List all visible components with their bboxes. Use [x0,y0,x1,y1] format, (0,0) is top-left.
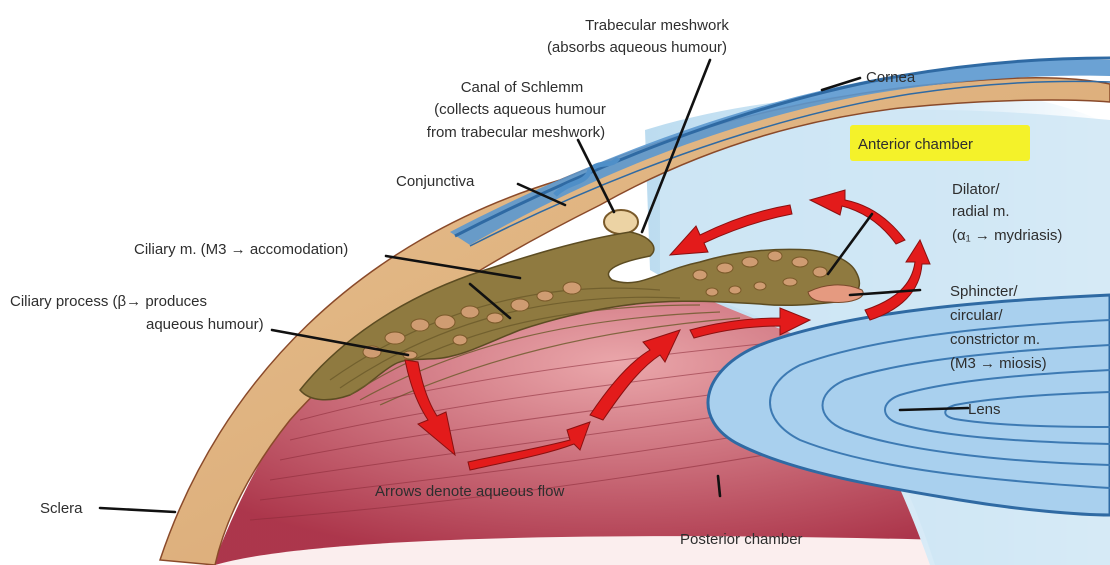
label-cornea: Cornea [866,69,916,86]
label-ciliary-process-line2: aqueous humour) [146,316,264,333]
label-sphincter-line4: (M3 → miosis) [950,355,1047,372]
anterior-chamber-highlight [850,125,1030,161]
ciliary-process-blobs [362,250,828,360]
label-dilator-line1: Dilator/ [952,181,1000,198]
label-anterior-chamber: Anterior chamber [858,136,973,153]
label-schlemm-line3: from trabecular meshwork) [427,124,605,141]
ciliary-body [299,231,861,401]
lens [706,293,1110,517]
label-conjunctiva: Conjunctiva [396,173,475,190]
label-posterior-chamber: Posterior chamber [680,531,803,548]
label-dilator-line2: radial m. [952,203,1010,220]
label-lens: Lens [968,401,1001,418]
aqueous-flow-arrows [404,189,931,471]
label-trabecular-line2: (absorbs aqueous humour) [547,39,727,56]
label-sclera: Sclera [40,500,83,517]
label-schlemm-line1: Canal of Schlemm [461,79,584,96]
label-sphincter-line2: circular/ [950,307,1003,324]
label-schlemm-line2: (collects aqueous humour [434,101,606,118]
canal-of-schlemm [603,209,639,235]
label-pointers [98,58,970,514]
label-trabecular-line1: Trabecular meshwork [585,17,729,34]
label-dilator-line3: (α₁ → mydriasis) [952,227,1062,244]
label-sphincter-line1: Sphincter/ [950,283,1018,300]
label-sphincter-line3: constrictor m. [950,331,1040,348]
label-arrows-note: Arrows denote aqueous flow [375,483,564,500]
label-ciliary-muscle: Ciliary m. (M3 → accomodation) [134,241,348,258]
label-ciliary-process-line1: Ciliary process (β→ produces [10,293,207,310]
